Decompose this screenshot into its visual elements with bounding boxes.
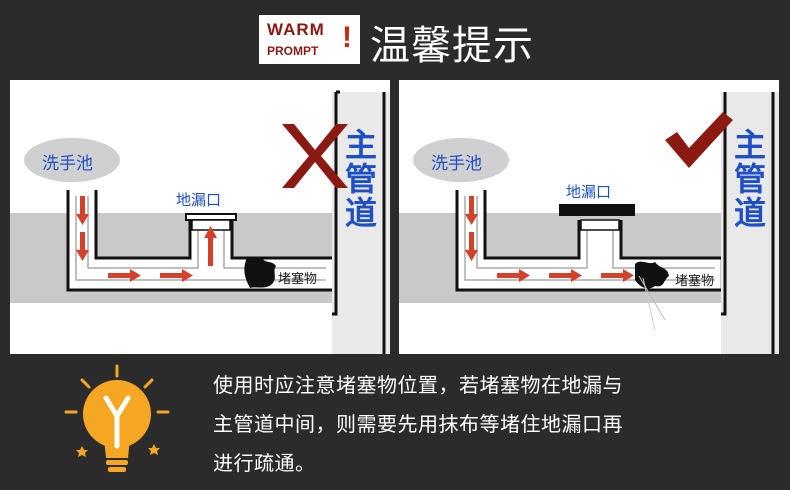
sink-bowl xyxy=(24,138,120,182)
main-pipe xyxy=(721,92,779,354)
panel-correct: 洗手池 地漏口 堵塞物 主 管 道 xyxy=(399,80,779,354)
warm-prompt-badge: WARM PROMPT ! xyxy=(259,15,360,64)
correct-diagram xyxy=(399,92,779,354)
blockage xyxy=(244,258,276,288)
main-pipe xyxy=(332,92,390,354)
sink-bowl xyxy=(413,138,509,182)
cross-mark-icon xyxy=(282,124,348,188)
sink-label: 洗手池 xyxy=(42,154,93,174)
flow-arrows xyxy=(465,196,634,282)
blockage-label: 堵塞物 xyxy=(675,274,715,289)
lightbulb-icon xyxy=(64,364,170,472)
header: WARM PROMPT ! 温馨提示 xyxy=(0,0,790,78)
wrong-diagram xyxy=(10,90,390,354)
sink-label: 洗手池 xyxy=(431,154,482,174)
panel-wrong: 洗手池 地漏口 堵塞物 主 管 道 xyxy=(10,80,390,354)
notice-line: 主管道中间，则需要先用抹布等堵住地漏口再 xyxy=(213,412,623,436)
drain-label: 地漏口 xyxy=(566,183,612,201)
check-mark-icon xyxy=(665,112,733,168)
badge-line1: WARM xyxy=(267,20,325,39)
notice-line: 使用时应注意堵塞物位置，若堵塞物在地漏与 xyxy=(213,373,623,397)
badge-line2: PROMPT xyxy=(267,44,319,58)
flow-arrows xyxy=(76,196,217,282)
notice-line: 进行疏通。 xyxy=(213,451,316,475)
page-title: 温馨提示 xyxy=(370,23,534,69)
main-pipe-label: 主 管 道 xyxy=(733,126,766,232)
notice-text: 使用时应注意堵塞物位置，若堵塞物在地漏与 主管道中间，则需要先用抹布等堵住地漏口… xyxy=(213,366,773,483)
main-pipe-label: 主 管 道 xyxy=(344,126,377,232)
exclamation-icon: ! xyxy=(342,21,352,54)
blockage-label: 堵塞物 xyxy=(278,272,318,287)
drain-cover xyxy=(559,204,635,216)
drain-label: 地漏口 xyxy=(176,191,222,209)
